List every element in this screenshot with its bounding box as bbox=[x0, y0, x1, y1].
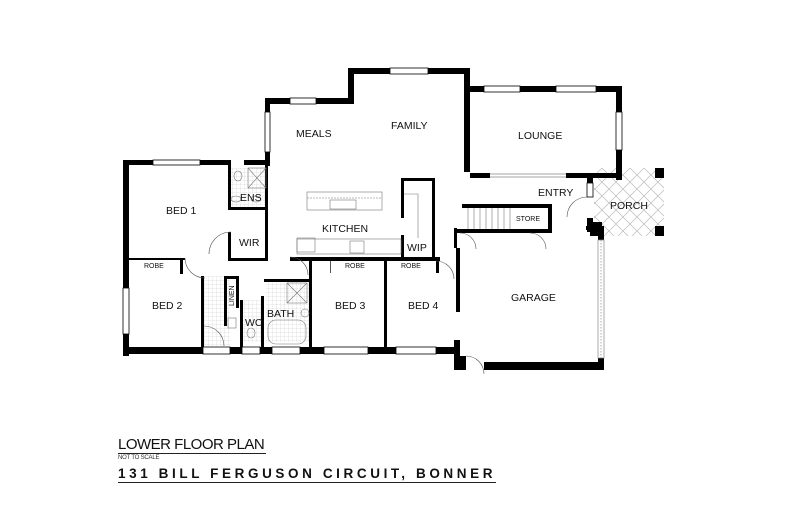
room-label-wir: WIR bbox=[239, 237, 260, 249]
title-block: LOWER FLOOR PLAN NOT TO SCALE 131 BILL F… bbox=[118, 436, 497, 483]
room-label-robe-bed2: ROBE bbox=[144, 263, 164, 270]
room-label-garage: GARAGE bbox=[511, 292, 556, 304]
room-label-bed4: BED 4 bbox=[408, 300, 439, 312]
door-swings bbox=[184, 196, 588, 375]
room-label-ensuite: ENS bbox=[240, 192, 262, 204]
stairs bbox=[467, 208, 511, 229]
room-label-porch: PORCH bbox=[610, 200, 648, 212]
room-label-robe-bed3: ROBE bbox=[345, 263, 365, 270]
room-label-lounge: LOUNGE bbox=[518, 130, 562, 142]
room-label-meals: MEALS bbox=[296, 128, 332, 140]
scale-note: NOT TO SCALE bbox=[118, 455, 160, 461]
windows bbox=[122, 67, 623, 355]
room-label-bed2: BED 2 bbox=[152, 300, 183, 312]
room-label-store: STORE bbox=[516, 216, 540, 223]
sliding-doors bbox=[490, 173, 605, 359]
room-label-bath: BATH bbox=[267, 308, 294, 320]
room-label-wc: WC bbox=[245, 317, 263, 329]
room-label-kitchen: KITCHEN bbox=[322, 223, 368, 235]
room-label-family: FAMILY bbox=[391, 120, 428, 132]
bathroom-fixtures bbox=[227, 167, 310, 345]
kitchen-fixtures bbox=[296, 191, 419, 255]
room-labels: MEALS FAMILY LOUNGE BED 1 ENS WIR KITCHE… bbox=[144, 120, 648, 329]
walls bbox=[123, 68, 622, 370]
room-label-bed1: BED 1 bbox=[166, 205, 197, 217]
room-label-wip: WIP bbox=[407, 242, 427, 254]
plan-title: LOWER FLOOR PLAN bbox=[118, 436, 267, 454]
room-label-robe-bed4: ROBE bbox=[401, 263, 421, 270]
room-label-bed3: BED 3 bbox=[335, 300, 366, 312]
property-address: 131 BILL FERGUSON CIRCUIT, BONNER bbox=[118, 466, 497, 483]
room-label-entry: ENTRY bbox=[538, 187, 573, 199]
room-label-linen: LINEN bbox=[229, 285, 236, 306]
tiled-wet-areas bbox=[204, 168, 310, 346]
